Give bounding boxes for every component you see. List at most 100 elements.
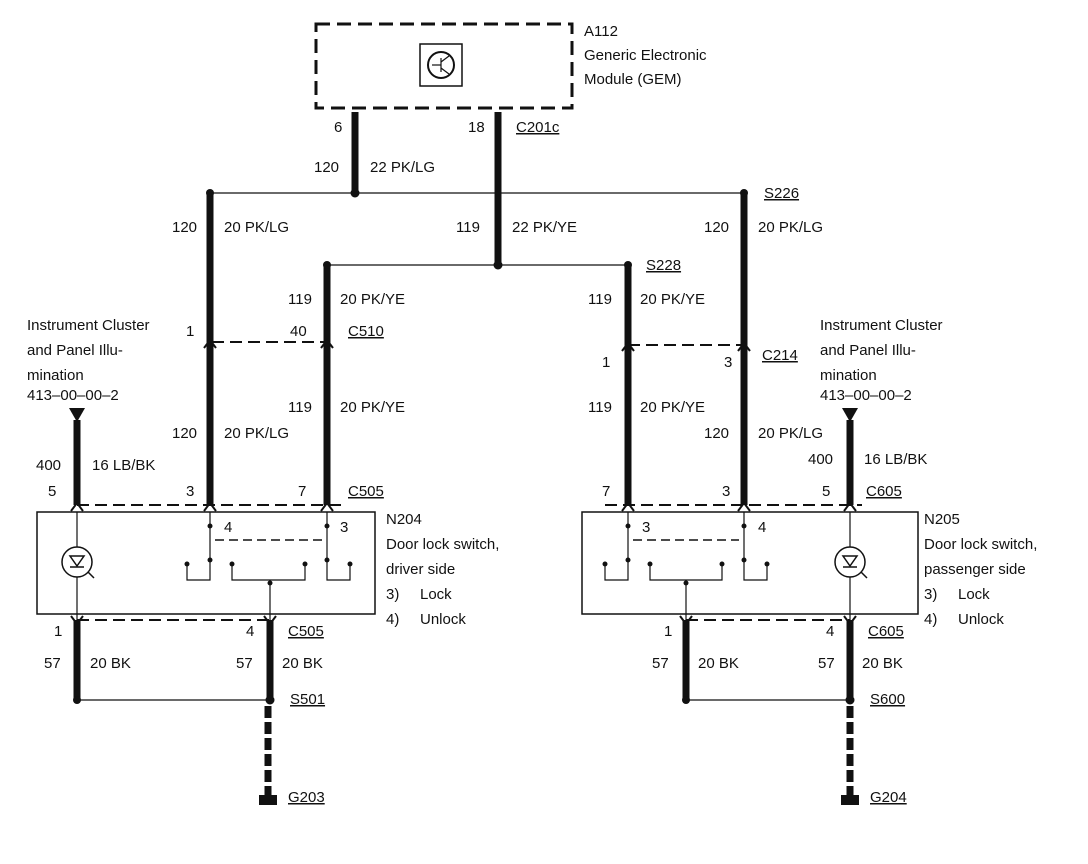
gem-name-line1: Generic Electronic <box>584 47 707 64</box>
splice-dot <box>624 261 632 269</box>
splice-dot <box>265 695 275 705</box>
splice-dot <box>206 189 214 197</box>
splice-dot <box>493 260 503 270</box>
connector-label-c505-bot: C505 <box>288 623 324 640</box>
right-illumination-line2: and Panel Illu- <box>820 342 916 359</box>
wire-circuit: 120 <box>314 159 339 176</box>
connector-label-c214: C214 <box>762 347 798 364</box>
connector-label-c505-top: C505 <box>348 483 384 500</box>
connector-pin: 40 <box>290 323 307 340</box>
wire-circuit: 57 <box>44 655 61 672</box>
right-switch-unlock: Unlock <box>958 611 1004 628</box>
connector-pin: 7 <box>602 483 610 500</box>
right-illumination-line1: Instrument Cluster <box>820 317 943 334</box>
left-switch-unlock: Unlock <box>420 611 466 628</box>
connector-pin: 3 <box>722 483 730 500</box>
wire-spec: 20 PK/LG <box>758 219 823 236</box>
wire-spec: 20 BK <box>90 655 131 672</box>
right-switch-box <box>581 511 919 620</box>
connector-chevrons <box>70 338 857 626</box>
wire-spec: 20 PK/YE <box>340 399 405 416</box>
wire-spec: 16 LB/BK <box>864 451 927 468</box>
splice-label-s228: S228 <box>646 257 681 274</box>
connector-pin: 1 <box>186 323 194 340</box>
wire-spec: 20 BK <box>698 655 739 672</box>
connector-label-c605-bot: C605 <box>868 623 904 640</box>
ground-g204-icon <box>841 795 859 805</box>
wire-circuit: 120 <box>704 219 729 236</box>
connector-pin: 4 <box>826 623 834 640</box>
connector-label-c510: C510 <box>348 323 384 340</box>
left-switch-id: N204 <box>386 511 422 528</box>
ground-label-g203: G203 <box>288 789 325 806</box>
splice-dot <box>350 188 360 198</box>
connector-pin: 1 <box>664 623 672 640</box>
connector-pin: 3 <box>724 354 732 371</box>
wire-circuit: 57 <box>236 655 253 672</box>
connector-pin: 5 <box>822 483 830 500</box>
left-switch-lock: Lock <box>420 586 452 603</box>
right-switch-line1: Door lock switch, <box>924 536 1037 553</box>
right-switch-lock-num: 3) <box>924 586 937 603</box>
left-illumination-line2: and Panel Illu- <box>27 342 123 359</box>
connector-pin: 1 <box>54 623 62 640</box>
left-switch-line1: Door lock switch, <box>386 536 499 553</box>
right-illumination-ref: 413–00–00–2 <box>820 387 912 404</box>
ground-label-g204: G204 <box>870 789 907 806</box>
right-switch-inner-pin: 3 <box>642 519 650 536</box>
splice-dot <box>323 261 331 269</box>
wire-spec: 20 BK <box>862 655 903 672</box>
wire-spec: 16 LB/BK <box>92 457 155 474</box>
splice-dot <box>682 696 690 704</box>
wire-circuit: 120 <box>704 425 729 442</box>
wire-spec: 22 PK/LG <box>370 159 435 176</box>
gem-module: A112 Generic Electronic Module (GEM) C20… <box>314 22 707 136</box>
splice-dot <box>845 695 855 705</box>
left-switch-inner-pin: 3 <box>340 519 348 536</box>
wire-spec: 20 PK/YE <box>640 291 705 308</box>
left-illumination-line3: mination <box>27 367 84 384</box>
connector-pin: 4 <box>246 623 254 640</box>
gem-connector-label: C201c <box>516 119 560 136</box>
left-switch-unlock-num: 4) <box>386 611 399 628</box>
left-switch-line2: driver side <box>386 561 455 578</box>
wire-circuit: 119 <box>456 219 480 236</box>
gem-pin-left: 6 <box>334 119 342 136</box>
wire-spec: 20 PK/LG <box>224 219 289 236</box>
wire-spec: 20 PK/LG <box>224 425 289 442</box>
splice-label-s226: S226 <box>764 185 799 202</box>
right-switch-line2: passenger side <box>924 561 1026 578</box>
wire-spec: 20 PK/LG <box>758 425 823 442</box>
connector-label-c605-top: C605 <box>866 483 902 500</box>
right-led-icon <box>834 546 868 579</box>
splice-dot <box>740 189 748 197</box>
transistor-icon <box>427 51 455 79</box>
wire-circuit: 120 <box>172 219 197 236</box>
gem-name-line2: Module (GEM) <box>584 71 682 88</box>
connector-pin: 3 <box>186 483 194 500</box>
wire-circuit: 119 <box>588 291 612 308</box>
splice-label-s501: S501 <box>290 691 325 708</box>
wire-circuit: 119 <box>588 399 612 416</box>
left-illumination-arrow-icon <box>69 408 85 422</box>
right-switch-unlock-num: 4) <box>924 611 937 628</box>
wire-circuit: 120 <box>172 425 197 442</box>
wire-circuit: 57 <box>818 655 835 672</box>
left-switch-inner-pin: 4 <box>224 519 232 536</box>
splice-label-s600: S600 <box>870 691 905 708</box>
gem-id: A112 <box>584 23 618 40</box>
wire-circuit: 119 <box>288 399 312 416</box>
connector-pin: 5 <box>48 483 56 500</box>
right-switch-lock: Lock <box>958 586 990 603</box>
ground-g203-icon <box>259 795 277 805</box>
wire-circuit: 400 <box>808 451 833 468</box>
wire-circuit: 119 <box>288 291 312 308</box>
left-illumination-ref: 413–00–00–2 <box>27 387 119 404</box>
gem-pin-right: 18 <box>468 119 485 136</box>
wire-spec: 20 PK/YE <box>340 291 405 308</box>
left-switch-box <box>36 511 376 620</box>
splice-dot <box>73 696 81 704</box>
right-illumination-line3: mination <box>820 367 877 384</box>
left-switch-lock-num: 3) <box>386 586 399 603</box>
